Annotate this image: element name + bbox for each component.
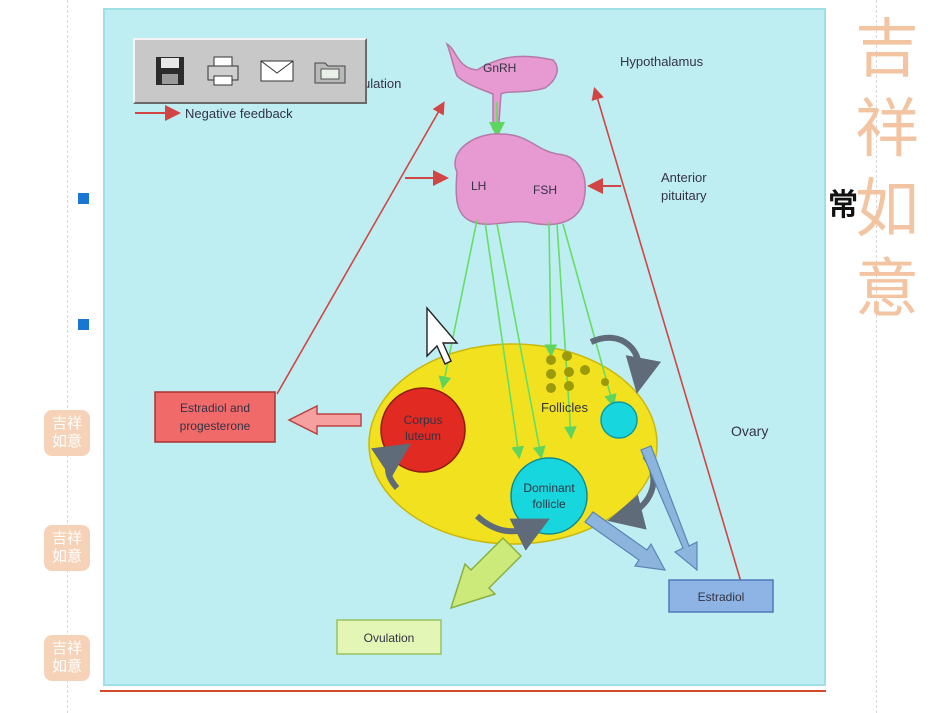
mouse-cursor-icon (426, 306, 459, 365)
seal-logo: 吉祥如意 (855, 13, 919, 327)
ovary-output-arrow (287, 404, 362, 436)
guide-line (876, 0, 877, 713)
hypothalamus-label: Hypothalamus (620, 54, 704, 69)
bullet-marker (78, 319, 89, 330)
floppy-disk-icon (155, 57, 184, 85)
anterior-pituitary-label-line1: Anterior (661, 170, 707, 185)
hypothalamus-shape (445, 42, 558, 130)
estradiol-progesterone-feedback-line (276, 101, 445, 395)
open-folder-button[interactable] (310, 51, 350, 91)
dominant-follicle-shape (510, 457, 588, 535)
seal-logo: 吉祥如意 (44, 635, 90, 681)
image-toolbar (133, 38, 367, 104)
growing-follicle-shape (600, 401, 638, 439)
ovulation-label: Ovulation (364, 631, 415, 645)
dominant-follicle-label-line1: Dominant (523, 481, 575, 495)
dominant-follicle-label-line2: follicle (532, 497, 566, 511)
slide-footer-rule (100, 690, 826, 692)
save-button[interactable] (150, 51, 190, 91)
envelope-icon (260, 60, 294, 82)
estradiol-box (668, 579, 774, 613)
slide-text-fragment: 常 (828, 188, 858, 223)
print-button[interactable] (203, 51, 243, 91)
lh-label: LH (471, 179, 486, 193)
bullet-marker (78, 193, 89, 204)
estradiol-output-arrow (584, 511, 667, 571)
legend-negative-feedback: Negative feedback (185, 106, 293, 121)
folder-icon (314, 62, 346, 84)
email-button[interactable] (257, 51, 297, 91)
estradiol-progesterone-label-line1: Estradiol and (180, 401, 250, 415)
anterior-pituitary-label-line2: pituitary (661, 188, 707, 203)
ovulation-box (336, 619, 442, 655)
fsh-label: FSH (533, 183, 557, 197)
printer-icon (207, 56, 239, 86)
corpus-luteum-label-line2: luteum (405, 429, 441, 443)
hormone-feedback-diagram: Negative feedback ulation GnRH Hypothala… (135, 42, 774, 655)
diagram-panel: Negative feedback ulation GnRH Hypothala… (103, 8, 826, 686)
estradiol-progesterone-box (154, 391, 276, 443)
estradiol-progesterone-label-line2: progesterone (180, 419, 251, 433)
ovary-label: Ovary (731, 423, 768, 439)
ovulation-arrow (449, 536, 523, 610)
estradiol-feedback-line (591, 86, 742, 583)
corpus-luteum-label-line1: Corpus (404, 413, 443, 427)
pituitary-stimulation-lines (438, 219, 617, 460)
seal-logo: 吉祥如意 (44, 525, 90, 571)
estradiol-label: Estradiol (698, 590, 745, 604)
follicles-label: Follicles (541, 400, 588, 415)
seal-logo: 吉祥如意 (44, 410, 90, 456)
anterior-pituitary-shape (454, 133, 586, 226)
guide-line (67, 0, 68, 713)
gnrh-label: GnRH (483, 61, 516, 75)
estradiol-output-arrow (640, 445, 698, 572)
legend-stimulation: ulation (363, 76, 401, 91)
small-follicles (546, 351, 609, 393)
